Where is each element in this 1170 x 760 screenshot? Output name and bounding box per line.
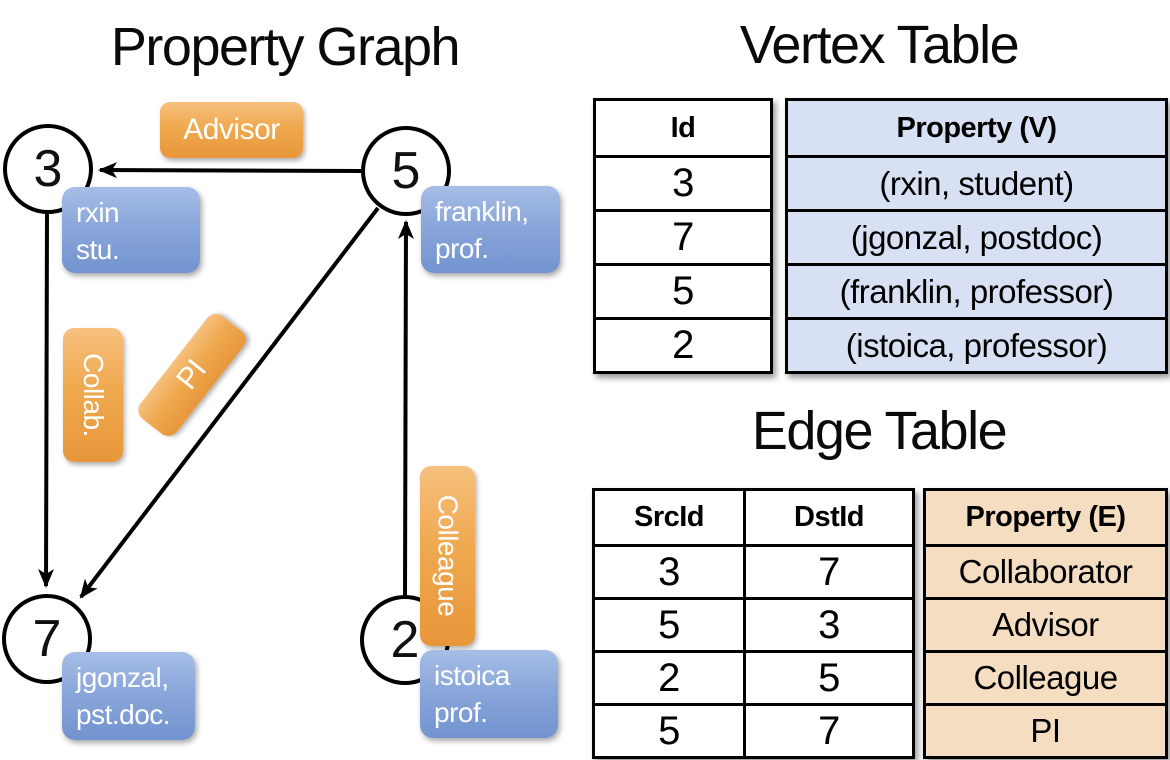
edge-table-dst-cell: 7: [743, 703, 912, 756]
vertex-prop-3-line2: stu.: [76, 234, 120, 265]
vertex-node-3-id: 3: [33, 140, 63, 198]
edge-table-dst-header: DstId: [743, 491, 912, 544]
vertex-table-id-cell: 5: [596, 263, 770, 317]
vertex-prop-3-line1: rxin: [76, 197, 120, 228]
edge-label-advisor: Advisor: [160, 102, 303, 158]
edge-table-property-cell: Collaborator: [926, 544, 1165, 597]
vertex-node-2-id: 2: [390, 611, 420, 669]
edge-table-property-cell: Advisor: [926, 597, 1165, 650]
graph-edges: [38, 162, 414, 599]
vertex-table-property-cell: (istoica, professor): [788, 317, 1165, 371]
vertex-prop-box-7: jgonzal, pst.doc.: [62, 652, 195, 740]
vertex-prop-2-line2: prof.: [434, 697, 488, 728]
vertex-node-7-id: 7: [32, 610, 62, 668]
vertex-table-property-cell: (rxin, student): [788, 155, 1165, 209]
vertex-table-property-cell: (jgonzal, postdoc): [788, 209, 1165, 263]
edge-table-id-columns: SrcId DstId 3 7 5 3 2 5 5 7: [592, 488, 915, 759]
edge-5-to-3-advisor: [98, 162, 362, 179]
edge-table-property-cell: Colleague: [926, 650, 1165, 703]
edge-label-collab-text: Collab.: [78, 353, 109, 437]
vertex-table-id-header: Id: [670, 111, 696, 144]
edge-5-to-7-pi: [79, 206, 380, 599]
vertex-table-title: Vertex Table: [739, 15, 1020, 75]
edge-table-src-cell: 5: [595, 703, 743, 756]
vertex-table-id-cell: 3: [596, 155, 770, 209]
vertex-table-id-cell: 7: [596, 209, 770, 263]
vertex-prop-7-line1: jgonzal,: [76, 662, 169, 693]
edge-table-property-column: Property (E) Collaborator Advisor Collea…: [923, 488, 1168, 759]
edge-table-property-header: Property (E): [965, 501, 1126, 533]
edge-table-dst-cell: 3: [743, 597, 912, 650]
vertex-prop-box-3: rxin stu.: [62, 187, 200, 273]
vertex-table-property-column: Property (V) (rxin, student) (jgonzal, p…: [785, 98, 1168, 374]
edge-table-dst-cell: 5: [743, 650, 912, 703]
edge-label-advisor-text: Advisor: [183, 113, 280, 146]
vertex-prop-box-5: franklin, prof.: [421, 186, 560, 273]
vertex-prop-5-line2: prof.: [435, 233, 489, 264]
vertex-prop-2-line1: istoica: [434, 660, 510, 691]
vertex-table-id-cell: 2: [596, 317, 770, 371]
vertex-node-5: 5: [361, 126, 451, 216]
edge-table-title: Edge Table: [751, 401, 1008, 461]
edge-table-property-cell: PI: [926, 703, 1165, 756]
edge-3-to-7-collab: [38, 212, 55, 588]
edge-table-src-cell: 3: [595, 544, 743, 597]
vertex-table-property-header: Property (V): [896, 111, 1057, 144]
graph-title: Property Graph: [110, 17, 461, 77]
vertex-node-5-id: 5: [391, 142, 421, 200]
edge-table-src-cell: 5: [595, 597, 743, 650]
vertex-prop-5-line1: franklin,: [435, 196, 529, 227]
vertex-prop-7-line2: pst.doc.: [76, 699, 171, 730]
edge-table-src-header: SrcId: [633, 501, 705, 533]
edge-label-collab: Collab.: [63, 328, 123, 462]
vertex-prop-box-2: istoica prof.: [420, 650, 558, 738]
edge-2-to-5-colleague: [397, 220, 414, 597]
vertex-table-id-column: Id 3 7 5 2: [593, 98, 773, 374]
edge-label-pi-text: PI: [170, 353, 214, 396]
edge-table-dst-cell: 7: [743, 544, 912, 597]
vertex-table-property-cell: (franklin, professor): [788, 263, 1165, 317]
edge-label-colleague: Colleague: [420, 466, 475, 646]
edge-table-src-cell: 2: [595, 650, 743, 703]
edge-label-colleague-text: Colleague: [433, 494, 464, 617]
